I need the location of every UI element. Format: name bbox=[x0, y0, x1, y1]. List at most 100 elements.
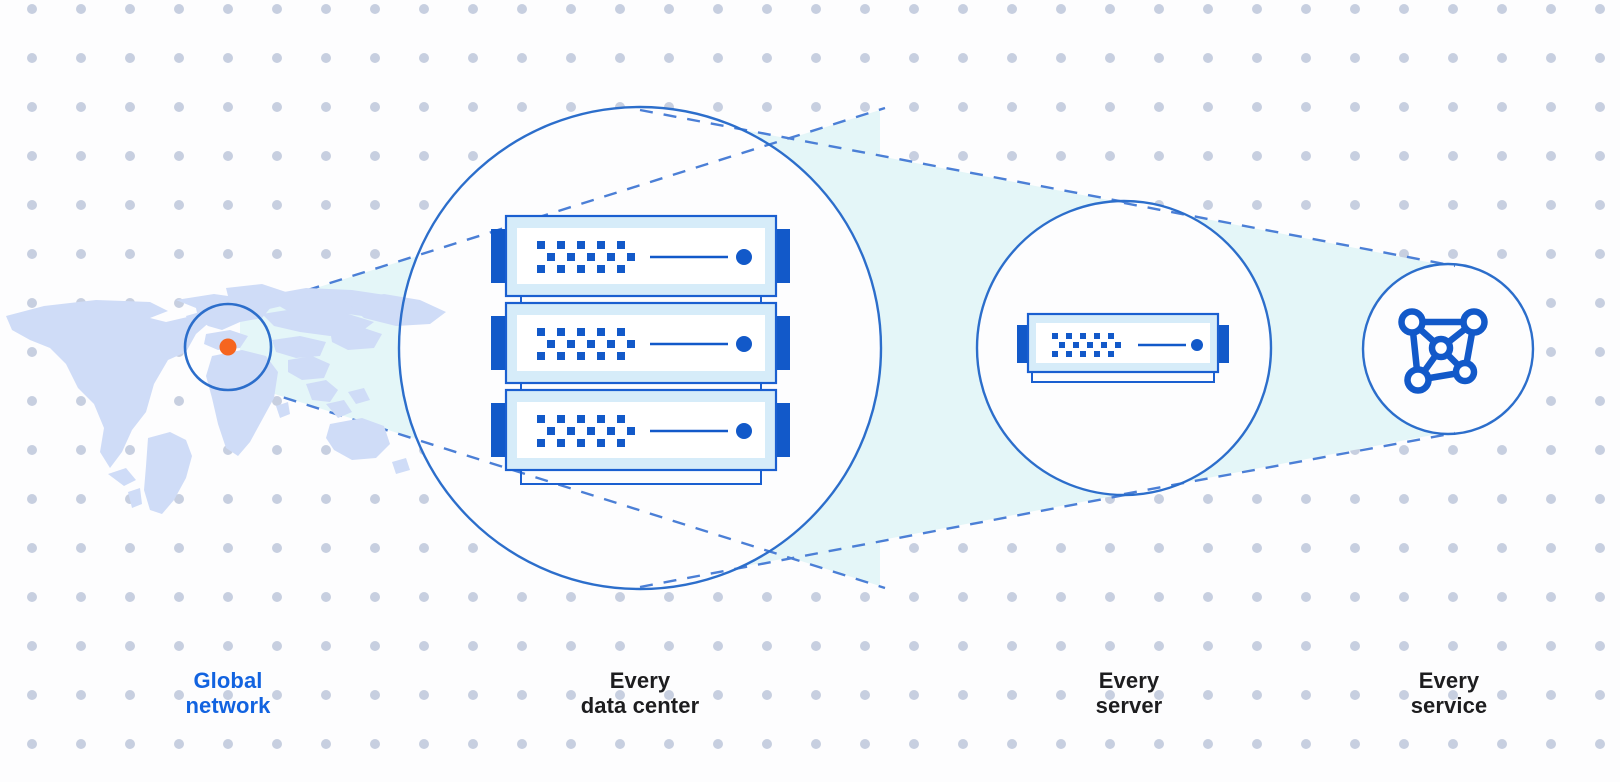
grid-dot bbox=[174, 592, 184, 602]
grid-dot bbox=[1546, 102, 1556, 112]
grid-dot bbox=[174, 4, 184, 14]
grid-dot bbox=[370, 641, 380, 651]
grid-dot bbox=[1252, 494, 1262, 504]
grid-dot bbox=[1497, 690, 1507, 700]
grid-dot bbox=[1497, 494, 1507, 504]
grid-dot bbox=[1056, 641, 1066, 651]
grid-dot bbox=[1203, 200, 1213, 210]
grid-dot bbox=[1154, 102, 1164, 112]
grid-dot bbox=[1546, 200, 1556, 210]
grid-dot bbox=[1203, 739, 1213, 749]
grid-dot bbox=[76, 151, 86, 161]
grid-dot bbox=[27, 4, 37, 14]
grid-dot bbox=[76, 543, 86, 553]
grid-dot bbox=[1350, 151, 1360, 161]
grid-dot bbox=[174, 494, 184, 504]
grid-dot bbox=[125, 249, 135, 259]
grid-dot bbox=[419, 102, 429, 112]
grid-dot bbox=[811, 690, 821, 700]
grid-dot bbox=[1595, 249, 1605, 259]
grid-dot bbox=[1154, 494, 1164, 504]
global-network-circle bbox=[183, 302, 273, 392]
grid-dot bbox=[1448, 739, 1458, 749]
grid-dot bbox=[1301, 200, 1311, 210]
grid-dot bbox=[1497, 739, 1507, 749]
grid-dot bbox=[1595, 102, 1605, 112]
grid-dot bbox=[1399, 494, 1409, 504]
grid-dot bbox=[1595, 298, 1605, 308]
grid-dot bbox=[1595, 494, 1605, 504]
grid-dot bbox=[468, 4, 478, 14]
grid-dot bbox=[1154, 4, 1164, 14]
grid-dot bbox=[713, 53, 723, 63]
grid-dot bbox=[468, 543, 478, 553]
grid-dot bbox=[1301, 53, 1311, 63]
grid-dot bbox=[321, 249, 331, 259]
grid-dot bbox=[370, 739, 380, 749]
grid-dot bbox=[27, 347, 37, 357]
grid-dot bbox=[321, 494, 331, 504]
grid-dot bbox=[664, 592, 674, 602]
grid-dot bbox=[419, 543, 429, 553]
server-rack-icon bbox=[491, 214, 790, 485]
grid-dot bbox=[223, 690, 233, 700]
grid-dot bbox=[174, 396, 184, 406]
grid-dot bbox=[1448, 641, 1458, 651]
grid-dot bbox=[419, 494, 429, 504]
grid-dot bbox=[615, 690, 625, 700]
grid-dot bbox=[762, 102, 772, 112]
grid-dot bbox=[1448, 4, 1458, 14]
grid-dot bbox=[1154, 151, 1164, 161]
grid-dot bbox=[860, 592, 870, 602]
grid-dot bbox=[860, 102, 870, 112]
grid-dot bbox=[1497, 249, 1507, 259]
grid-dot bbox=[223, 200, 233, 210]
grid-dot bbox=[1301, 592, 1311, 602]
grid-dot bbox=[1497, 102, 1507, 112]
grid-dot bbox=[76, 445, 86, 455]
grid-dot bbox=[272, 690, 282, 700]
grid-dot bbox=[1546, 151, 1556, 161]
grid-dot bbox=[272, 151, 282, 161]
funnel-shading bbox=[240, 107, 1533, 589]
grid-dot bbox=[321, 151, 331, 161]
grid-dot bbox=[174, 249, 184, 259]
dashed-edge-top-2 bbox=[639, 108, 1131, 205]
dashed-edge-bot-1 bbox=[237, 381, 886, 590]
every-service-circle bbox=[1361, 262, 1535, 436]
grid-dot bbox=[1203, 4, 1213, 14]
rack-unit-1 bbox=[491, 214, 790, 298]
grid-dot bbox=[370, 151, 380, 161]
grid-dot bbox=[566, 53, 576, 63]
grid-dot bbox=[1203, 494, 1213, 504]
label-global-network: Global network bbox=[185, 668, 271, 718]
network-nodes-icon bbox=[1398, 308, 1488, 394]
grid-dot bbox=[321, 102, 331, 112]
grid-dot bbox=[1595, 151, 1605, 161]
grid-dot bbox=[664, 4, 674, 14]
grid-dot bbox=[76, 592, 86, 602]
grid-dot bbox=[1399, 739, 1409, 749]
grid-dot bbox=[370, 592, 380, 602]
grid-dot bbox=[272, 396, 282, 406]
grid-dot bbox=[1350, 53, 1360, 63]
grid-dot bbox=[1301, 4, 1311, 14]
grid-dot bbox=[1448, 592, 1458, 602]
grid-dot bbox=[1007, 641, 1017, 651]
grid-dot bbox=[1546, 249, 1556, 259]
grid-dot bbox=[370, 249, 380, 259]
grid-dot bbox=[713, 592, 723, 602]
grid-dot bbox=[615, 641, 625, 651]
grid-dot bbox=[223, 641, 233, 651]
grid-dot bbox=[909, 739, 919, 749]
grid-dot bbox=[1595, 53, 1605, 63]
grid-dot bbox=[419, 53, 429, 63]
grid-dot bbox=[125, 53, 135, 63]
grid-dot bbox=[958, 151, 968, 161]
grid-dot bbox=[27, 641, 37, 651]
grid-dot bbox=[958, 543, 968, 553]
grid-dot bbox=[1448, 200, 1458, 210]
grid-dot bbox=[1056, 151, 1066, 161]
grid-dot bbox=[27, 151, 37, 161]
